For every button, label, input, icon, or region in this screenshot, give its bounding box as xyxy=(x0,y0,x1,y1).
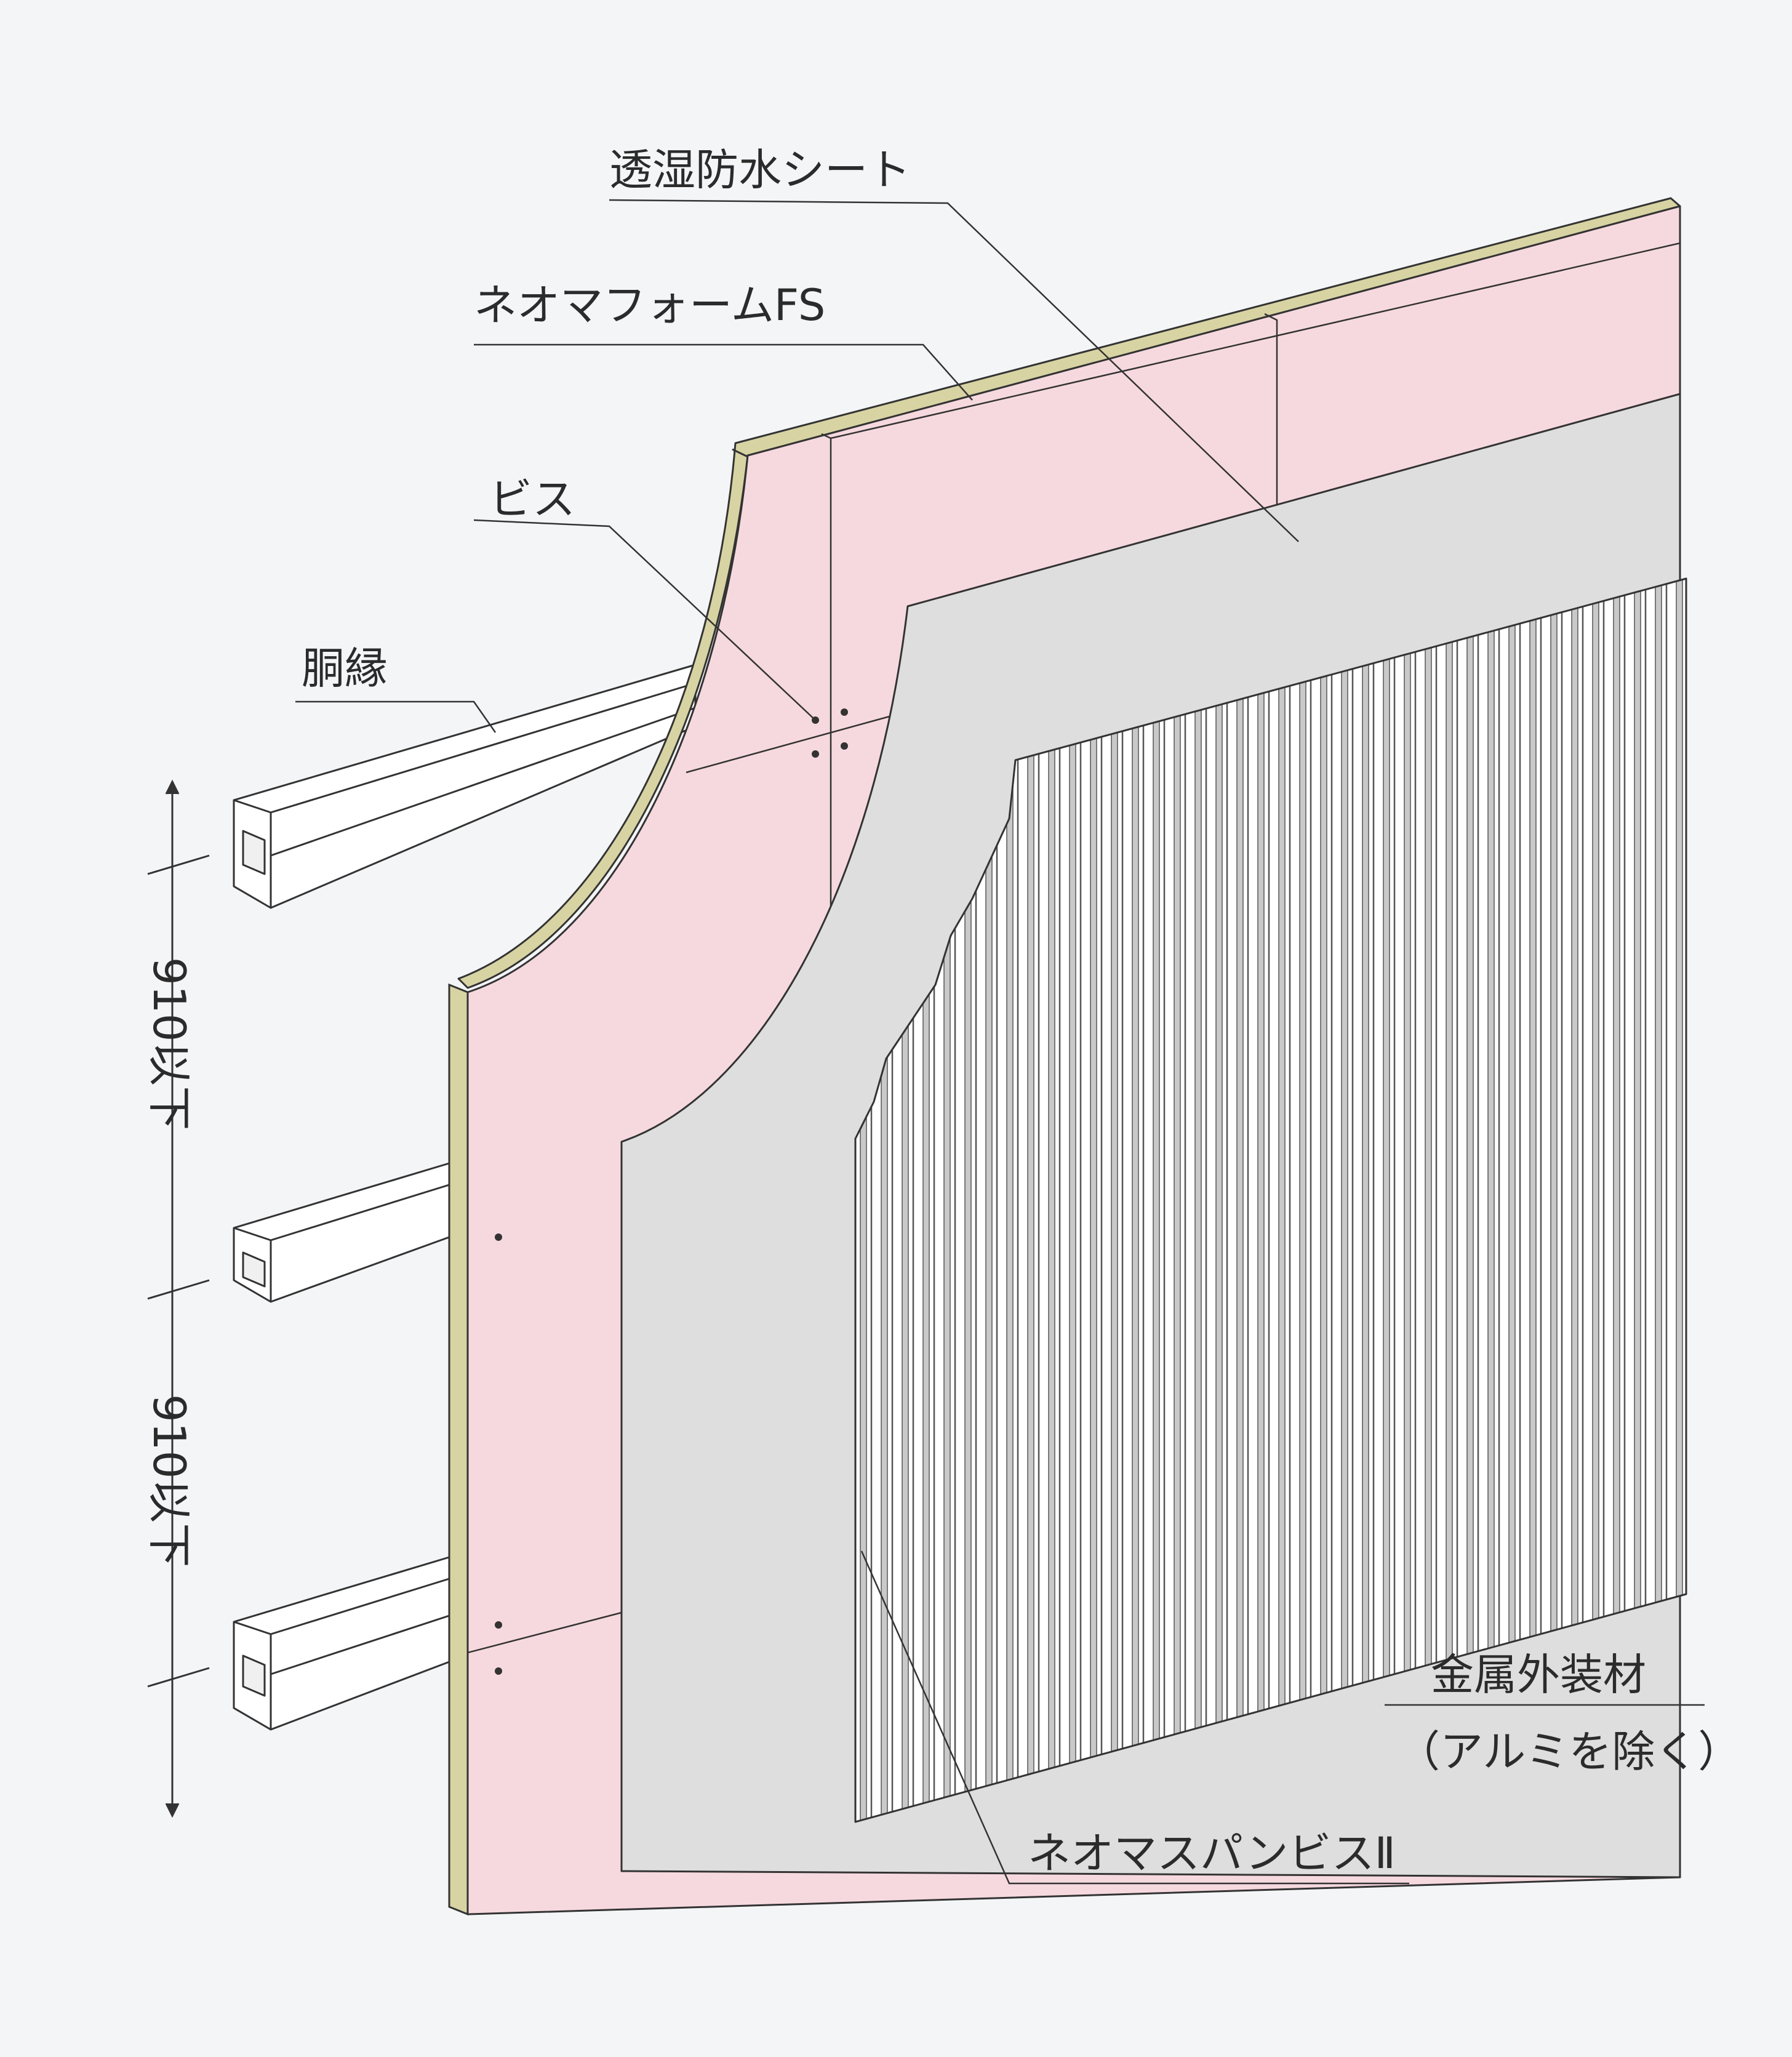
cladding-rib-shade xyxy=(1509,592,1515,1670)
dimension-line xyxy=(147,779,210,1818)
cladding-rib-shade xyxy=(1049,717,1055,1797)
cladding-rib-shade xyxy=(1593,579,1599,1648)
furring-rail-top xyxy=(233,664,697,909)
cladding-rib-shade xyxy=(1007,728,1013,1808)
cladding-rib-shade xyxy=(1446,609,1452,1688)
cladding-rib-shade xyxy=(1300,649,1306,1728)
foam-board-joints xyxy=(467,242,1681,1654)
cladding-rib-shade xyxy=(1028,723,1034,1803)
label-screw: ビス xyxy=(489,474,575,524)
cladding-rib-shade xyxy=(1676,579,1682,1625)
cladding-rib-shade xyxy=(881,762,887,1822)
label-metal-cladding-note: （アルミを除く） xyxy=(1397,1726,1741,1777)
cladding-rib-shade xyxy=(1488,598,1494,1677)
cladding-rib-shade xyxy=(1132,694,1138,1774)
cladding-rib-shade xyxy=(1111,700,1118,1779)
cladding-rib-shade xyxy=(923,751,929,1822)
label-moisture-sheet: 透湿防水シート xyxy=(609,145,911,195)
furring-rail-middle xyxy=(233,1162,450,1303)
cladding-rib-shade xyxy=(1153,689,1159,1768)
cladding-rib-shade xyxy=(1195,677,1201,1757)
cladding-rib-shade xyxy=(1467,604,1473,1682)
metal-cladding-outline xyxy=(854,577,1687,1823)
label-metal-cladding: 金属外装材 xyxy=(1431,1650,1646,1700)
foam-board-edge xyxy=(457,197,1681,989)
furring-rail-bottom xyxy=(233,1556,450,1731)
foam-board-side-edge xyxy=(448,983,469,1916)
cladding-rib-shade xyxy=(965,740,971,1820)
cladding-rib-shade xyxy=(1655,579,1662,1630)
cladding-rib-shade xyxy=(1279,655,1285,1734)
label-neoma-foam: ネオマフォームFS xyxy=(474,280,825,331)
label-spacing-lower: 910以下 xyxy=(143,1394,195,1567)
cladding-rib-shade xyxy=(1551,581,1557,1659)
cladding-rib-shade xyxy=(1258,660,1264,1739)
cladding-rib-shade xyxy=(1572,579,1578,1653)
cladding-rib-shade xyxy=(902,756,908,1822)
cladding-rib-shade xyxy=(1362,632,1369,1711)
cladding-rib-shade xyxy=(1530,587,1536,1665)
cladding-rib-shade xyxy=(1237,666,1243,1746)
cladding-rib-shade xyxy=(860,768,866,1822)
cladding-rib-shade xyxy=(1697,542,1703,1619)
cladding-rib-shade xyxy=(1404,620,1410,1699)
cladding-ribs xyxy=(860,542,1703,1822)
label-furring: 胴縁 xyxy=(302,643,388,694)
label-spacing-upper: 910以下 xyxy=(143,957,195,1130)
leader-lines xyxy=(295,199,1705,1885)
cladding-rib-shade xyxy=(944,745,950,1822)
cladding-rib-shade xyxy=(1174,683,1180,1762)
cladding-rib-shade xyxy=(1070,712,1076,1791)
cladding-rib-shade xyxy=(1425,615,1431,1694)
cladding-rib-shade xyxy=(1216,672,1222,1751)
cladding-rib-shade xyxy=(1614,579,1620,1642)
label-neomas-screw: ネオマスパンビスⅡ xyxy=(1028,1828,1396,1879)
foam-board-corner-edge xyxy=(732,448,748,458)
cladding-rib-shade xyxy=(1321,643,1327,1722)
cladding-rib-shade xyxy=(1383,627,1390,1705)
cladding-rib-shade xyxy=(986,734,992,1814)
cladding-rib-shade xyxy=(1090,705,1097,1786)
cladding-rib-shade xyxy=(1342,638,1348,1717)
cladding-rib-shade xyxy=(1634,579,1641,1636)
